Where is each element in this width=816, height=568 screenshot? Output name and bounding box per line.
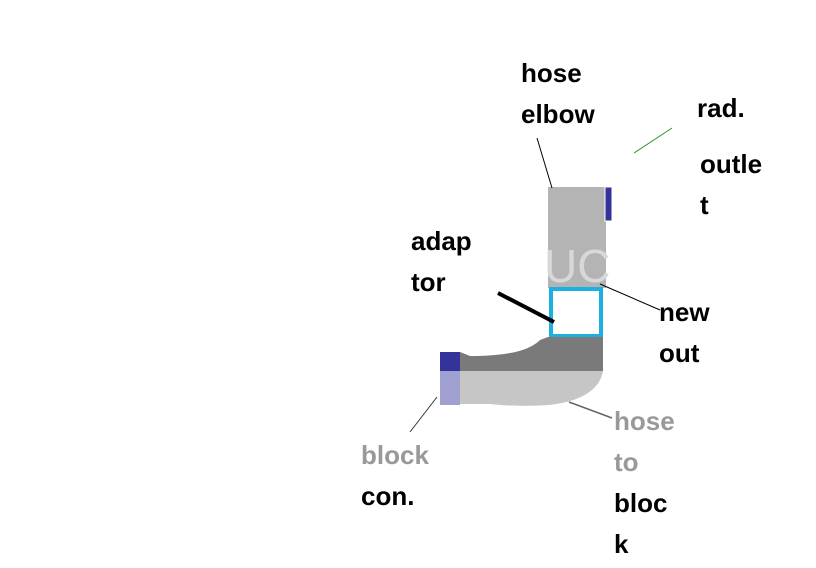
label-rad-outlet: rad. outle t: [697, 93, 762, 220]
label-hose-elbow: hose elbow: [521, 58, 595, 129]
label-line: outle: [700, 149, 762, 179]
hose-to-block-pointer: [568, 401, 613, 419]
label-line: rad.: [697, 93, 745, 123]
block-con-pointer: [409, 396, 438, 433]
label-line: block: [361, 440, 429, 470]
label-line: adap: [411, 226, 472, 256]
block-connector-bottom: [440, 371, 460, 405]
rad-outlet-connector: [604, 186, 613, 222]
label-line: out: [659, 338, 700, 368]
label-line: t: [700, 190, 709, 220]
label-adaptor: adap tor: [411, 226, 472, 297]
label-line: elbow: [521, 99, 595, 129]
label-line: hose: [614, 406, 675, 436]
adaptor-square: [549, 287, 603, 338]
label-new-out: new out: [659, 297, 710, 368]
rad-outlet-pointer: [633, 127, 673, 154]
label-line: bloc: [614, 488, 667, 518]
label-line: k: [614, 529, 629, 559]
label-hose-to-block: hose to bloc k: [614, 406, 675, 559]
label-line: new: [659, 297, 710, 327]
new-out-pointer: [599, 283, 661, 311]
hose-elbow-shape: [548, 187, 606, 288]
label-block-con: block con.: [361, 440, 429, 511]
hose-to-block-light: [460, 371, 603, 406]
hose-elbow-pointer: [536, 137, 553, 189]
label-line: tor: [411, 267, 446, 297]
hose-to-block-dark: [460, 337, 603, 371]
watermark: UC: [544, 240, 610, 292]
label-line: con.: [361, 481, 414, 511]
block-connector-top: [440, 352, 460, 371]
label-line: hose: [521, 58, 582, 88]
adaptor-pointer: [497, 291, 555, 324]
label-line: to: [614, 447, 639, 477]
